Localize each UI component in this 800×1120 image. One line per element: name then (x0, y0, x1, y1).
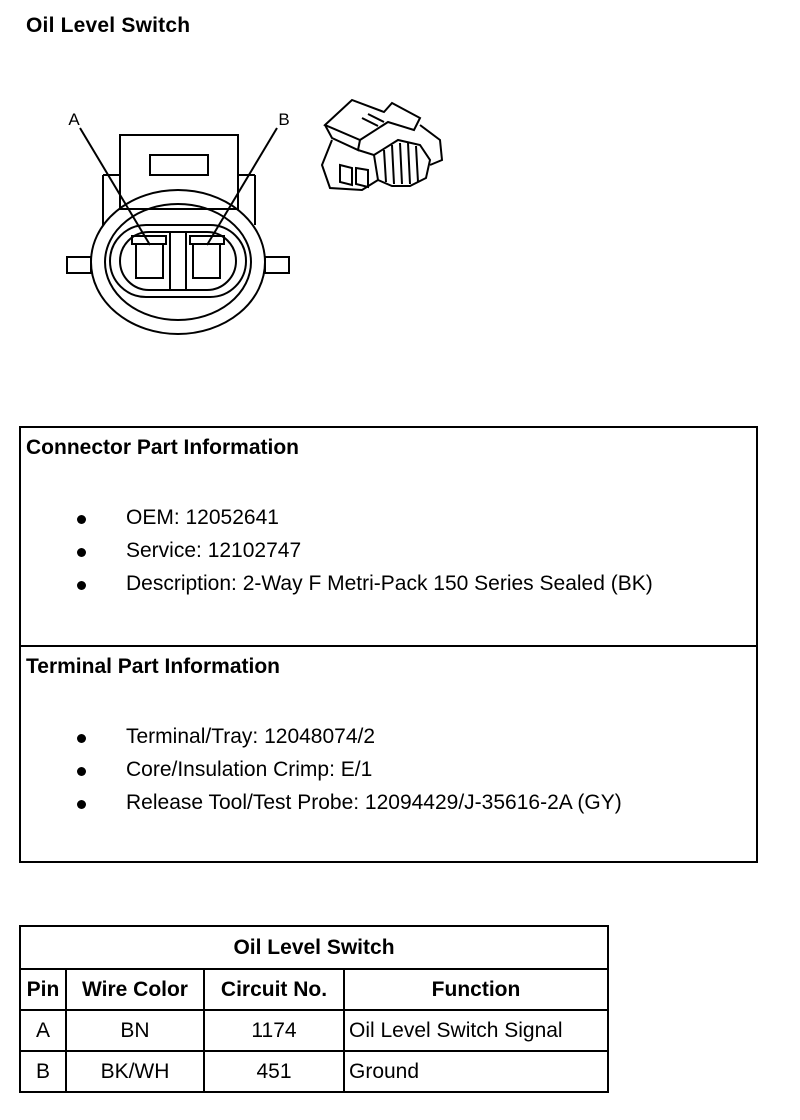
connector-info-section: Connector Part Information OEM: 12052641… (21, 428, 756, 647)
connector-info-oem: OEM: 12052641 (126, 506, 279, 529)
connector-body (102, 174, 256, 225)
cell-pin: A (19, 1009, 67, 1052)
bullet-icon (77, 767, 86, 776)
cell-circuit-no: 1174 (203, 1009, 345, 1052)
connector-latch-housing (119, 134, 239, 210)
table-row: B BK/WH 451 Ground (19, 1050, 609, 1093)
pin-table-header-row: Pin Wire Color Circuit No. Function (19, 968, 609, 1011)
connector-info-service: Service: 12102747 (126, 539, 302, 562)
cavity-a (135, 243, 164, 279)
connector-info-heading: Connector Part Information (26, 436, 300, 459)
leader-line-a (79, 127, 151, 246)
connector-tab-left (66, 256, 92, 274)
terminal-info-tray: Terminal/Tray: 12048074/2 (126, 725, 376, 748)
bullet-icon (77, 515, 86, 524)
bullet-icon (77, 734, 86, 743)
terminal-info-crimp: Core/Insulation Crimp: E/1 (126, 758, 373, 781)
header-function: Function (343, 968, 609, 1011)
pin-label-b: B (278, 110, 289, 129)
cell-pin: B (19, 1050, 67, 1093)
pin-table-caption: Oil Level Switch (19, 925, 609, 970)
cell-wire-color: BK/WH (65, 1050, 205, 1093)
cell-function: Ground (343, 1050, 609, 1093)
connector-seal (109, 224, 247, 298)
pin-label-a: A (68, 110, 80, 129)
page-title: Oil Level Switch (26, 14, 191, 37)
terminal-info-section: Terminal Part Information Terminal/Tray:… (21, 647, 756, 863)
table-row: A BN 1174 Oil Level Switch Signal (19, 1009, 609, 1052)
connector-divider (169, 232, 187, 291)
header-wire-color: Wire Color (65, 968, 205, 1011)
header-pin: Pin (19, 968, 67, 1011)
bullet-icon (77, 581, 86, 590)
connector-inner-shell (104, 203, 252, 321)
header-circuit-no: Circuit No. (203, 968, 345, 1011)
terminal-info-heading: Terminal Part Information (26, 655, 280, 678)
terminal-info-tool: Release Tool/Test Probe: 12094429/J-3561… (126, 791, 622, 814)
leader-line-b (206, 127, 278, 246)
connector-latch-slot (149, 154, 209, 176)
connector-tab-right (264, 256, 290, 274)
cavity-b (192, 243, 221, 279)
bullet-icon (77, 548, 86, 557)
cavity-b-recess (189, 235, 225, 245)
connector-outer-shell (90, 189, 266, 335)
part-info-box: Connector Part Information OEM: 12052641… (19, 426, 758, 863)
pin-table: Oil Level Switch Pin Wire Color Circuit … (19, 925, 609, 1093)
cell-circuit-no: 451 (203, 1050, 345, 1093)
connector-insert (119, 231, 237, 291)
bullet-icon (77, 800, 86, 809)
cell-wire-color: BN (65, 1009, 205, 1052)
connector-3d-sketch (320, 98, 444, 192)
connector-info-description: Description: 2-Way F Metri-Pack 150 Seri… (126, 572, 653, 595)
connector-diagram: A B (66, 98, 444, 335)
cell-function: Oil Level Switch Signal (343, 1009, 609, 1052)
